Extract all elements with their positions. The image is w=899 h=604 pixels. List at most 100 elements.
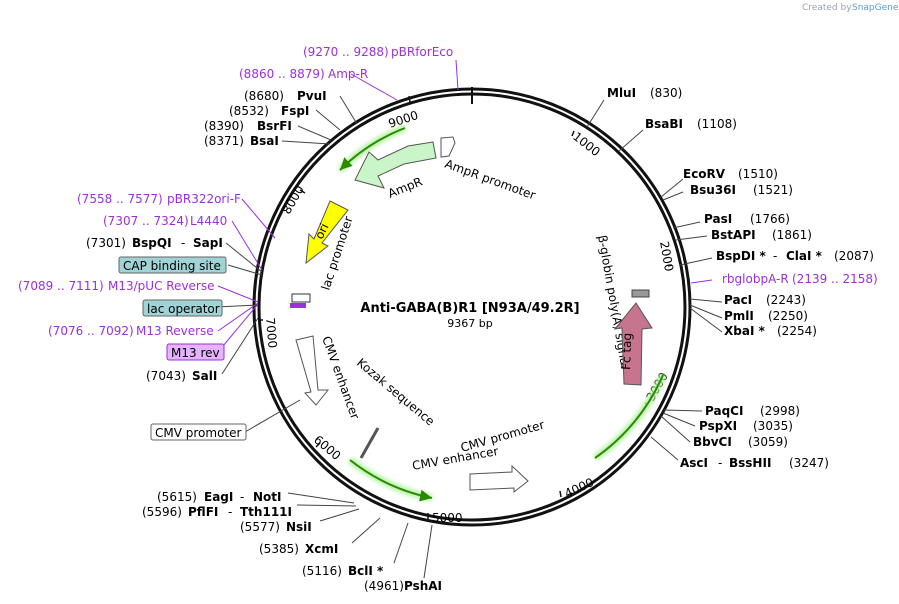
site-nsii: NsiI	[286, 520, 312, 534]
primer-pbrforeco-range: (9270 .. 9288)	[303, 45, 389, 59]
site-bstapi: BstAPI	[711, 228, 756, 242]
site-mlui: MluI	[607, 86, 636, 100]
site-pspxi: PspXI	[699, 419, 737, 433]
site-pvui: PvuI	[297, 89, 327, 103]
site-bcli-pos: (5116)	[302, 564, 342, 578]
created-by-text: Created by	[802, 3, 852, 13]
site-noti: NotI	[253, 490, 282, 504]
site-xcmi-pos: (5385)	[259, 542, 299, 556]
cmv-promoter-feature	[469, 464, 529, 494]
bottom-site-leaders	[287, 492, 433, 579]
site-eagi-sep: -	[240, 490, 244, 504]
site-ecorv-pos: (1510)	[738, 167, 778, 181]
ampr-feature	[354, 141, 437, 189]
site-pmli-pos: (2250)	[768, 309, 808, 323]
site-bsrfi-pos: (8390)	[204, 119, 244, 133]
primer-l4440-name: L4440	[190, 214, 227, 228]
site-paci: PacI	[724, 293, 752, 307]
site-bsshii: BssHII	[729, 456, 771, 470]
right-site-leaders	[586, 99, 723, 461]
site-sapi: SapI	[193, 236, 223, 250]
lac-operator-label: lac operator	[147, 302, 220, 316]
site-pvui-pos: (8680)	[244, 89, 284, 103]
primer-pbr322ori-range: (7558 .. 7577)	[77, 192, 163, 206]
primer-l4440-range: (7307 .. 7324)	[103, 214, 189, 228]
site-xcmi: XcmI	[305, 542, 338, 556]
site-bspqi: BspQI	[132, 236, 172, 250]
site-bspqi-sep: -	[181, 236, 185, 250]
site-sali: SalI	[192, 369, 217, 383]
primer-m13rev-range: (7076 .. 7092)	[48, 324, 134, 338]
plasmid-size: 9367 bp	[447, 317, 492, 330]
site-asci: AscI	[680, 456, 708, 470]
site-pmli: PmlI	[724, 309, 754, 323]
site-bsabi: BsaBI	[645, 117, 683, 131]
site-paqci: PaqCI	[705, 404, 743, 418]
lac-operator-box	[142, 299, 223, 317]
primer-m13puc-range: (7089 .. 7111)	[18, 279, 104, 293]
site-bsai: BsaI	[250, 134, 279, 148]
site-asci-pos: (3247)	[789, 456, 829, 470]
cap-binding-site-box	[118, 256, 227, 274]
kozak-feature	[359, 427, 380, 459]
primer-m13rev-name: M13 Reverse	[136, 324, 214, 338]
site-pspxi-pos: (3035)	[753, 419, 793, 433]
site-xbai-pos: (2254)	[777, 324, 817, 338]
site-pshai-pos: (4961)	[364, 579, 404, 593]
site-ecorv: EcoRV	[683, 167, 726, 181]
site-fspi: FspI	[281, 104, 309, 118]
cmv-promoter-box-label: CMV promoter	[155, 426, 242, 440]
site-bspdi-sep: -	[773, 249, 777, 263]
lac-promoter-feature	[291, 293, 311, 303]
site-tth111i: Tth111I	[240, 505, 292, 519]
cmv-enhancer-bottom-label: CMV enhancer	[411, 444, 499, 473]
m13-rev-box	[166, 343, 225, 361]
site-bsabi-pos: (1108)	[697, 117, 737, 131]
tick-2000: 2000	[657, 240, 676, 273]
site-mlui-pos: (830)	[650, 86, 682, 100]
orf-arcs	[337, 124, 667, 502]
site-clai: ClaI *	[786, 249, 823, 263]
cmv-enhancer-left-label: CMV enhancer	[319, 334, 362, 421]
site-pflfi-sep: -	[228, 505, 232, 519]
site-xbai: XbaI *	[724, 324, 766, 338]
tick-7000: 7000	[263, 317, 280, 349]
plasmid-name: Anti-GABA(B)R1 [N93A/49.2R]	[360, 301, 579, 316]
site-bsrfi: BsrFI	[257, 119, 292, 133]
fc-tag-label: Fc tag	[619, 333, 634, 370]
ori-feature	[305, 200, 349, 265]
primer-rbglobpa-range: (2139 .. 2158)	[792, 272, 878, 286]
site-bspdi-pos: (2087)	[834, 249, 874, 263]
cmv-enhancer-left-feature	[295, 335, 330, 406]
primer-ampr-name: Amp-R	[328, 67, 368, 81]
site-eagi: EagI	[204, 490, 233, 504]
site-bsai-pos: (8371)	[204, 134, 244, 148]
cap-binding-site-label: CAP binding site	[123, 259, 221, 273]
ampr-label: AmpR	[386, 174, 424, 200]
tick-5000: 5000	[432, 511, 463, 525]
site-sali-pos: (7043)	[146, 369, 186, 383]
kozak-label: Kozak sequence	[354, 356, 437, 429]
ampr-promoter-label: AmpR promoter	[443, 157, 537, 203]
site-pshai: PshAI	[404, 579, 442, 593]
site-bbvci: BbvCI	[693, 435, 732, 449]
site-pflfi: PflFI	[188, 505, 218, 519]
site-pasi: PasI	[704, 212, 732, 226]
site-asci-sep: -	[718, 456, 722, 470]
site-bcli: BclI *	[348, 564, 384, 578]
lac-operator-mark	[290, 303, 306, 308]
site-paci-pos: (2243)	[766, 293, 806, 307]
ampr-promoter-feature	[440, 136, 456, 158]
site-eagi-pos: (5615)	[157, 490, 197, 504]
site-bbvci-pos: (3059)	[748, 435, 788, 449]
cmv-promoter-box	[150, 423, 247, 441]
site-bsu36i-pos: (1521)	[753, 183, 793, 197]
site-pasi-pos: (1766)	[750, 212, 790, 226]
site-bspdi: BspDI *	[716, 249, 766, 263]
site-pflfi-pos: (5596)	[142, 505, 182, 519]
site-nsii-pos: (5577)	[240, 520, 280, 534]
primer-pbr322ori-name: pBR322ori-F	[167, 192, 241, 206]
ori-label: ori	[312, 221, 331, 241]
beta-globin-feature	[631, 289, 650, 298]
